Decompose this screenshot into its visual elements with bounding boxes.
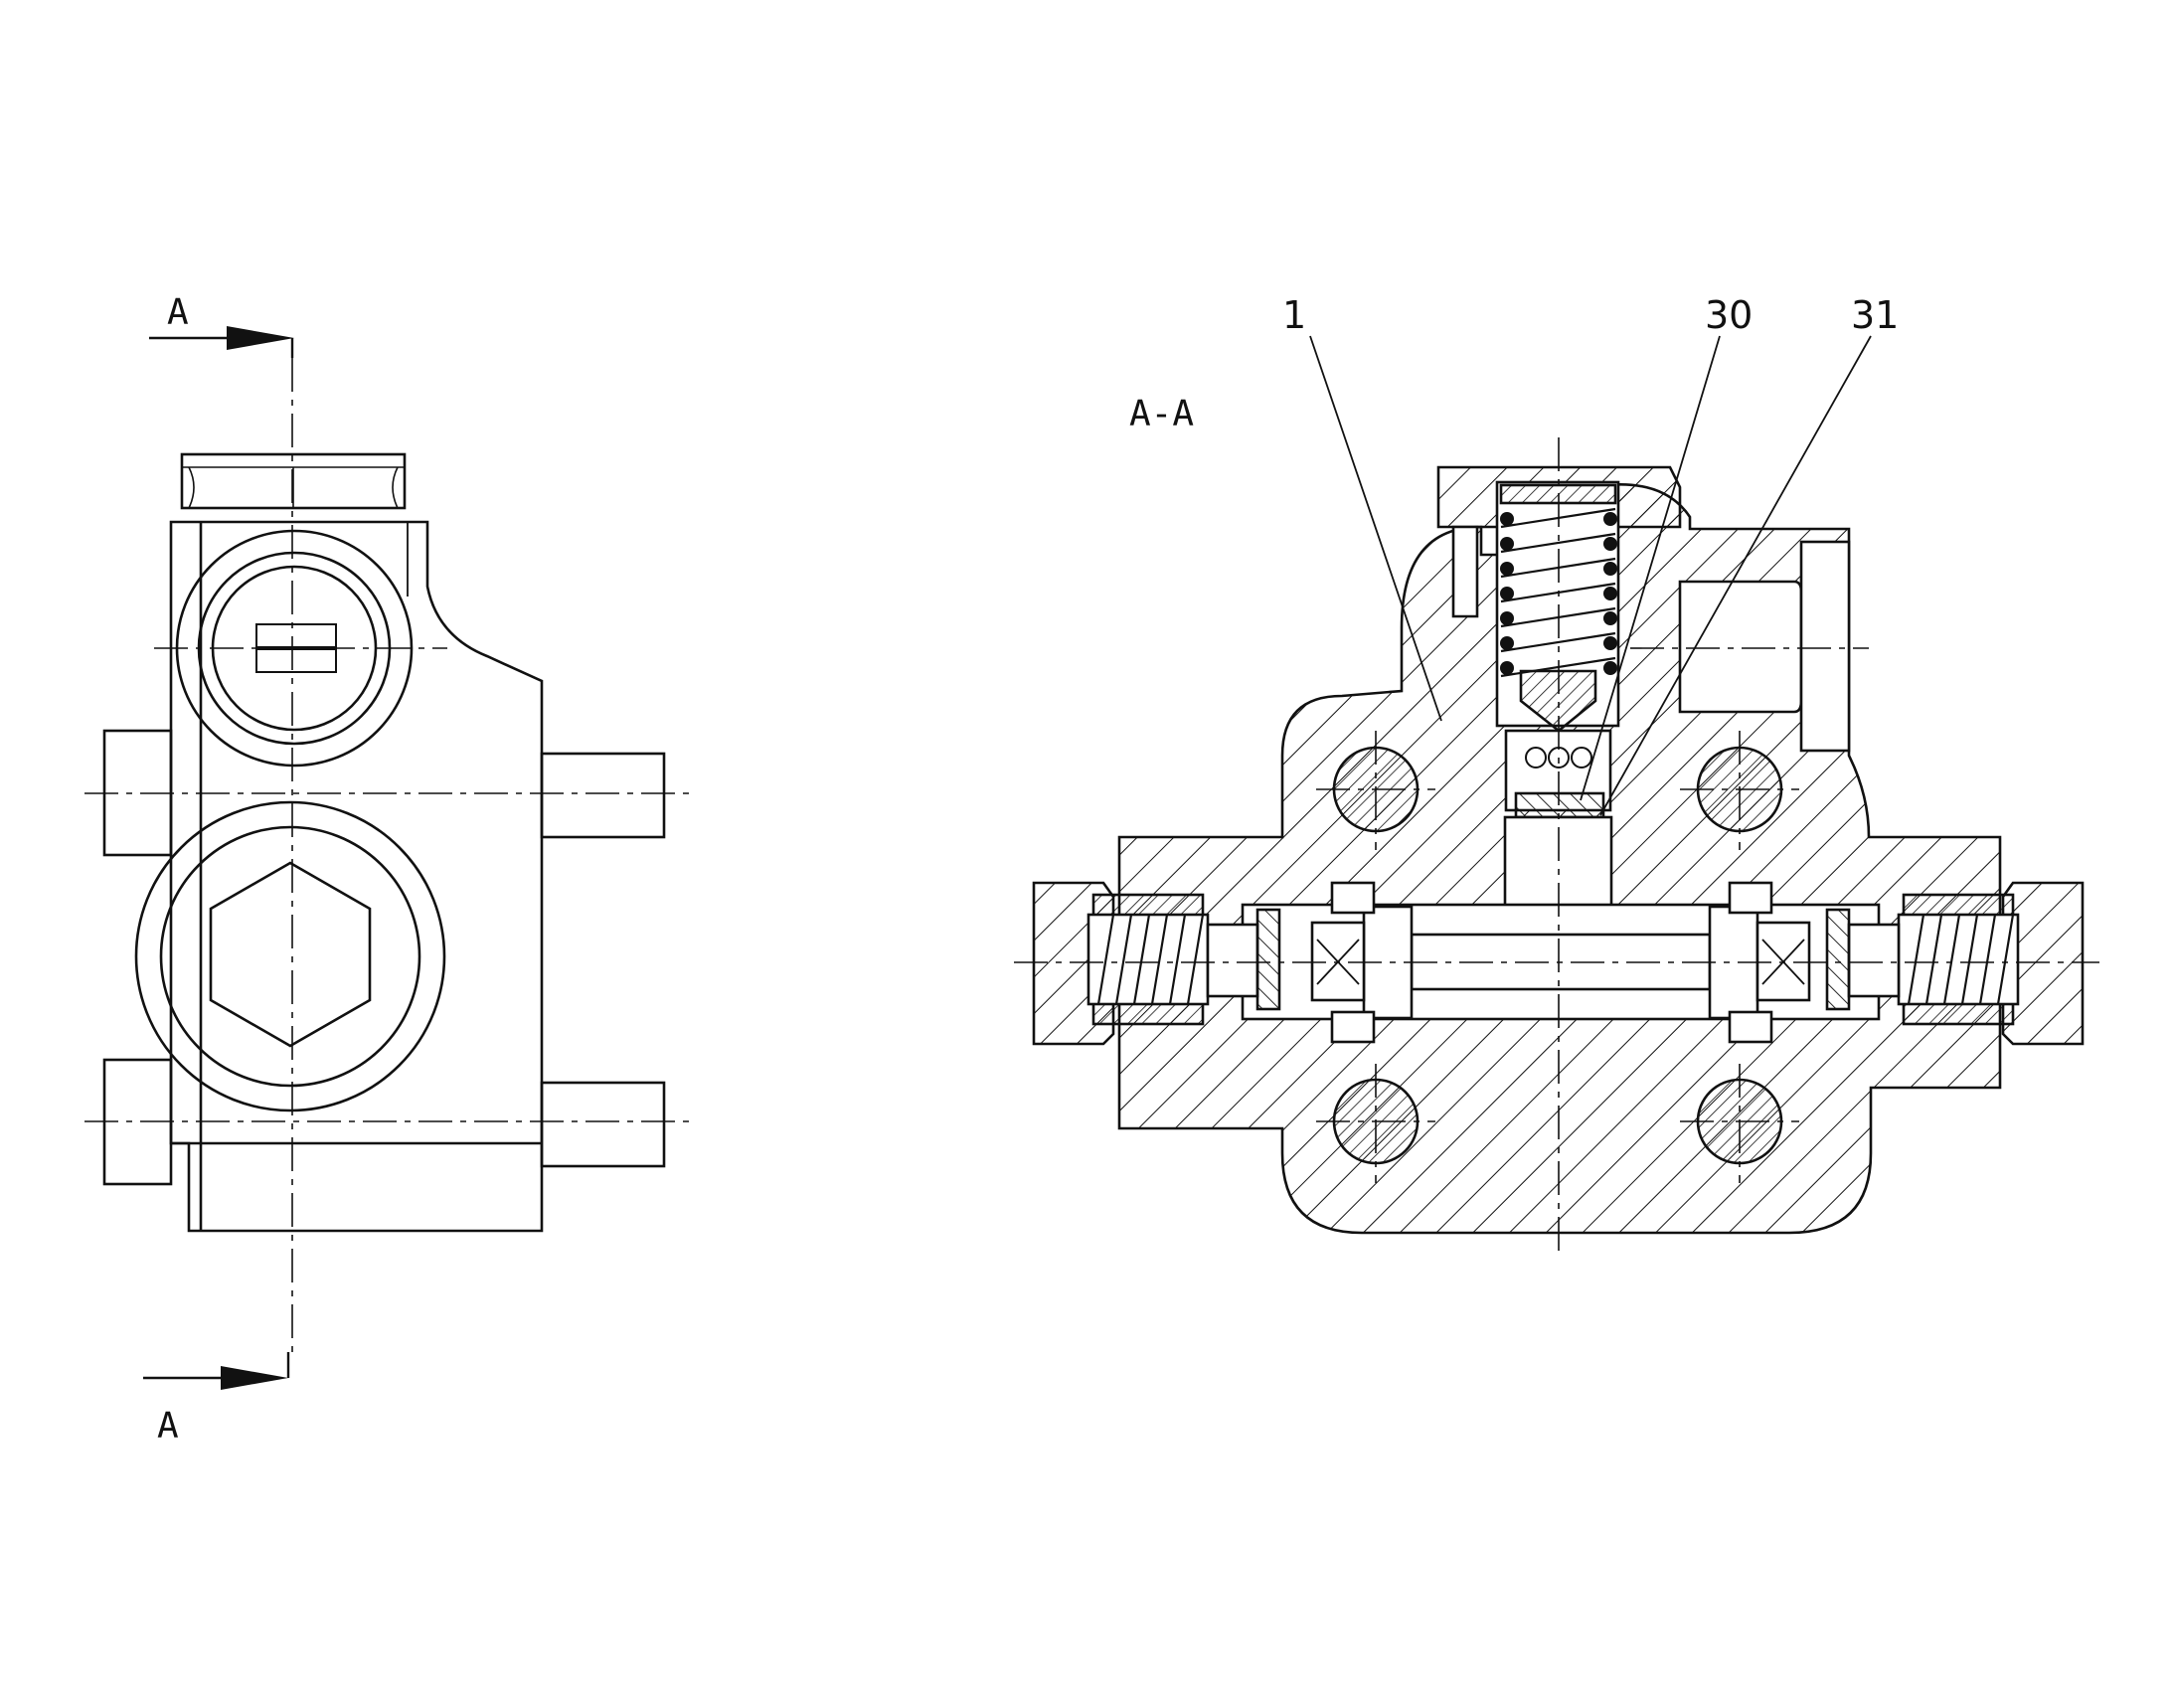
seat-ring xyxy=(1514,791,1605,819)
callout-leaders xyxy=(1309,335,1872,816)
section-centerlines xyxy=(1014,437,2099,1251)
section-marker-top: A xyxy=(167,292,189,333)
right-port-plug xyxy=(1678,580,1803,714)
section-view xyxy=(1014,335,2099,1251)
poppet xyxy=(1519,669,1597,733)
side-view xyxy=(84,326,691,1390)
upper-spring-wire-ends xyxy=(1500,512,1617,675)
section-title: A-A xyxy=(1129,394,1194,434)
mounting-pins xyxy=(102,729,666,1186)
top-hex-nut xyxy=(180,452,407,510)
right-end-cap xyxy=(1825,881,2085,1046)
section-marker-bottom: A xyxy=(157,1406,179,1447)
left-end-cap xyxy=(1032,881,1281,1046)
channel-bearings xyxy=(1330,881,1773,1044)
callout-31: 31 xyxy=(1851,293,1899,337)
side-view-centerlines xyxy=(84,358,691,1352)
valve-body-outline xyxy=(169,520,544,1233)
section-arrow-bottom xyxy=(143,1352,290,1390)
callout-30: 30 xyxy=(1705,293,1753,337)
section-arrow-top xyxy=(149,326,294,358)
lower-port xyxy=(134,800,446,1112)
callout-1: 1 xyxy=(1282,293,1306,337)
